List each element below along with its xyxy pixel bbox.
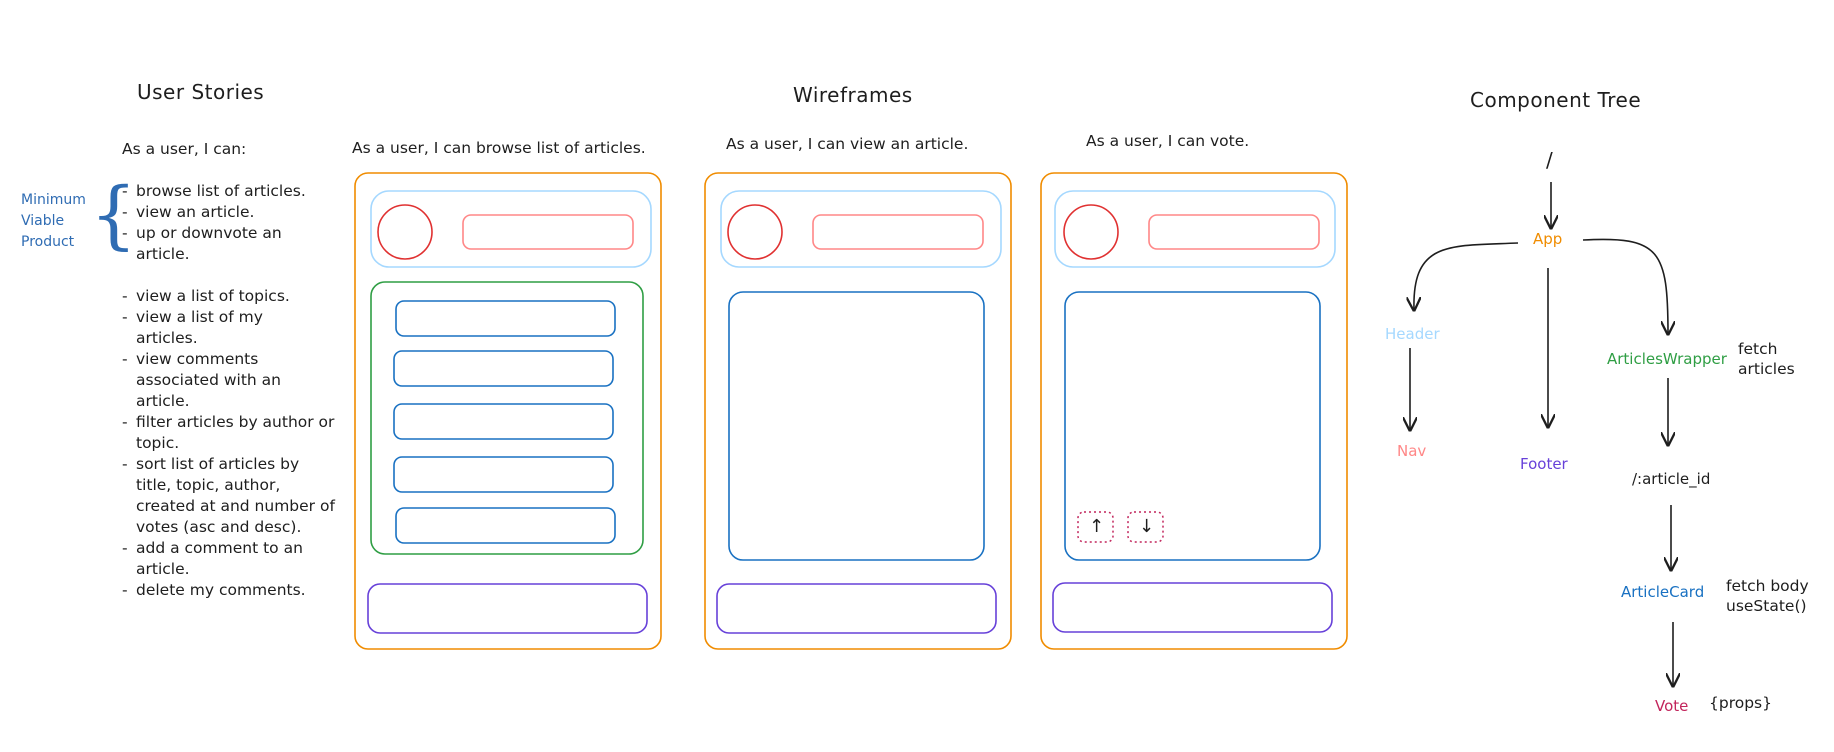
- wireframes-title: Wireframes: [793, 83, 913, 107]
- story-item: up or downvote an article.: [122, 223, 301, 265]
- story-item: view a list of my articles.: [122, 307, 301, 349]
- nav-bar: [1148, 214, 1320, 250]
- phone-frame: [1040, 172, 1348, 650]
- wireframe-view-article: [704, 172, 1012, 650]
- phone-frame: [354, 172, 662, 650]
- mvp-stories: browse list of articles. view an article…: [122, 181, 340, 265]
- note-line: fetch body: [1726, 577, 1809, 595]
- wireframe-caption-vote: As a user, I can vote.: [1086, 132, 1250, 150]
- downvote-arrow-icon[interactable]: ↓: [1139, 516, 1155, 537]
- article-list-item: [393, 403, 614, 440]
- logo-circle: [1063, 204, 1119, 260]
- article-list-item: [395, 507, 616, 544]
- downvote-box: [1127, 511, 1164, 543]
- wireframe-browse-list: [354, 172, 662, 650]
- edge-app-header: [1414, 242, 1519, 310]
- header-region: [370, 190, 652, 268]
- story-item: view an article.: [122, 202, 340, 223]
- node-header: Header: [1385, 325, 1440, 343]
- footer-region: [367, 583, 648, 634]
- note-line: useState(): [1726, 597, 1807, 615]
- user-stories-intro: As a user, I can:: [122, 140, 247, 158]
- header-region: [1054, 190, 1336, 268]
- mvp-label-line: Viable: [21, 213, 65, 229]
- node-nav: Nav: [1397, 442, 1427, 460]
- story-item: delete my comments.: [122, 580, 361, 601]
- article-content-region: [728, 291, 985, 561]
- story-item: view comments associated with an article…: [122, 349, 321, 412]
- component-tree-title: Component Tree: [1470, 88, 1642, 112]
- node-article-route: /:article_id: [1632, 470, 1711, 488]
- user-stories-title: User Stories: [137, 80, 265, 104]
- story-item: add a comment to an article.: [122, 538, 331, 580]
- mvp-label: Minimum Viable Product: [21, 190, 86, 253]
- nav-bar: [812, 214, 984, 250]
- node-footer: Footer: [1520, 455, 1568, 473]
- upvote-arrow-icon[interactable]: ↑: [1089, 516, 1105, 537]
- mvp-label-line: Product: [21, 234, 75, 250]
- story-item: view a list of topics.: [122, 286, 356, 307]
- story-item: filter articles by author or topic.: [122, 412, 361, 454]
- node-vote: Vote: [1655, 697, 1689, 715]
- note-articles-wrapper: fetch articles: [1738, 339, 1795, 379]
- wireframe-caption-view: As a user, I can view an article.: [726, 135, 969, 153]
- node-app: App: [1533, 230, 1563, 248]
- more-stories: view a list of topics. view a list of my…: [122, 286, 361, 601]
- story-item: browse list of articles.: [122, 181, 340, 202]
- article-list-item: [395, 300, 616, 337]
- articles-list-region: [370, 281, 644, 555]
- note-vote: {props}: [1709, 694, 1772, 712]
- wireframe-caption-browse: As a user, I can browse list of articles…: [352, 139, 646, 157]
- logo-circle: [377, 204, 433, 260]
- logo-circle: [727, 204, 783, 260]
- tree-edges: [1410, 182, 1673, 686]
- nav-bar: [462, 214, 634, 250]
- note-line: fetch: [1738, 340, 1778, 358]
- article-list-item: [393, 350, 614, 387]
- wireframe-vote: [1040, 172, 1348, 650]
- note-line: articles: [1738, 360, 1795, 378]
- node-article-card: ArticleCard: [1621, 583, 1705, 601]
- mvp-label-line: Minimum: [21, 192, 86, 208]
- footer-region: [1052, 582, 1333, 633]
- node-root: /: [1546, 148, 1553, 172]
- upvote-box: [1077, 511, 1114, 543]
- phone-frame: [704, 172, 1012, 650]
- story-item: sort list of articles by title, topic, a…: [122, 454, 336, 538]
- node-articles-wrapper: ArticlesWrapper: [1607, 350, 1727, 368]
- header-region: [720, 190, 1002, 268]
- article-content-region: [1064, 291, 1321, 561]
- footer-region: [716, 583, 997, 634]
- note-article-card: fetch body useState(): [1726, 576, 1809, 616]
- edge-app-articleswrapper: [1582, 238, 1668, 334]
- article-list-item: [393, 456, 614, 493]
